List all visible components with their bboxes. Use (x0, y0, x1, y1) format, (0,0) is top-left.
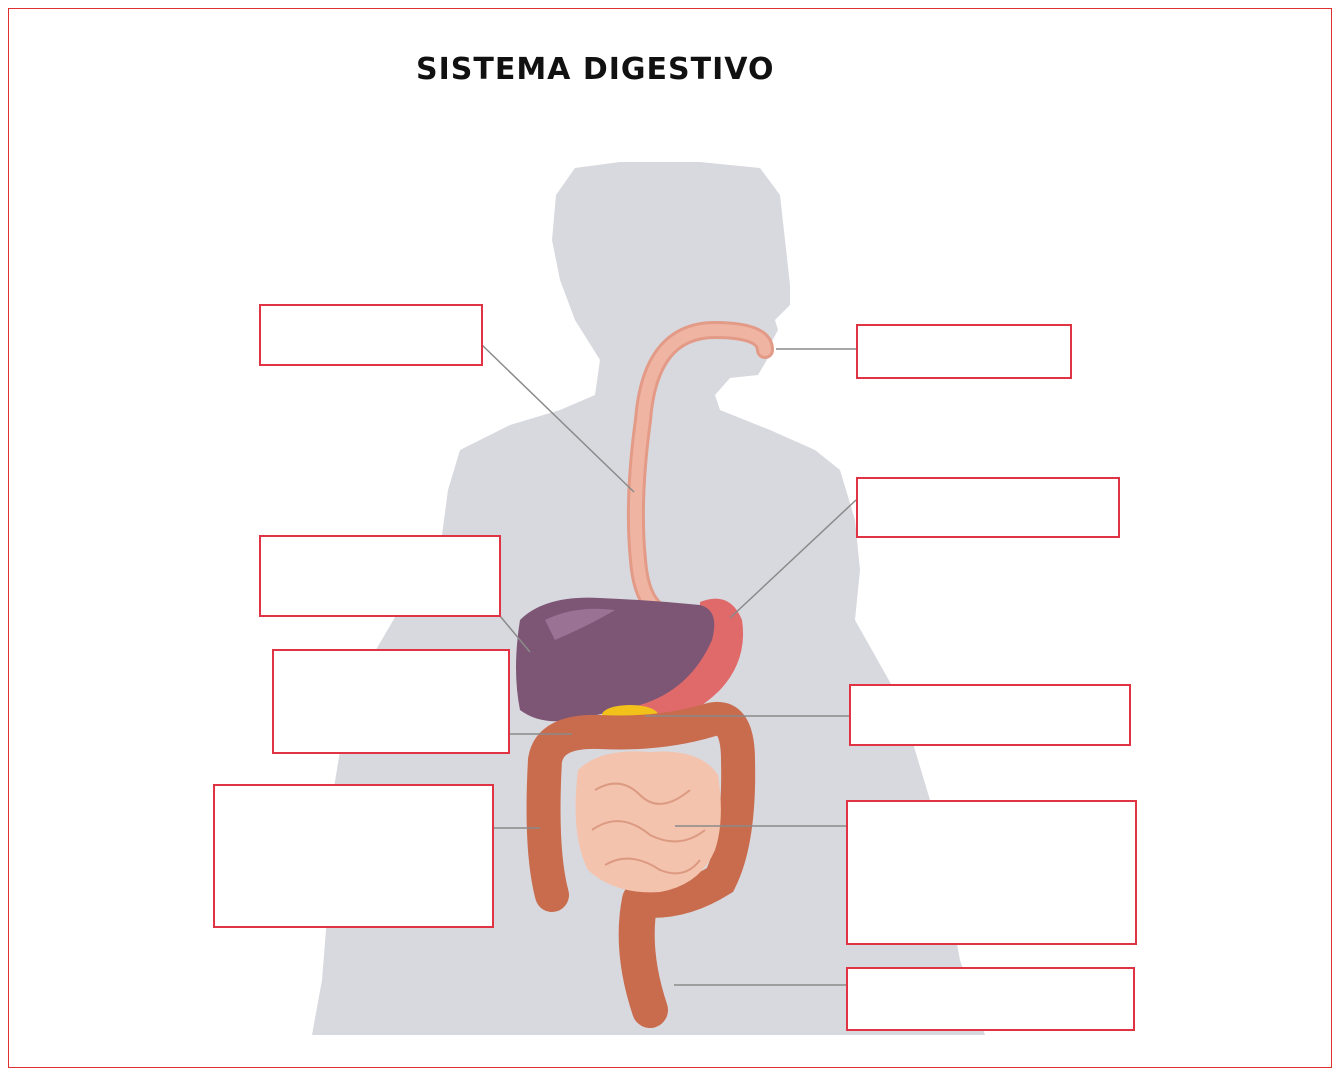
label-box-rectum[interactable] (846, 967, 1135, 1031)
label-box-pancreas[interactable] (849, 684, 1131, 746)
rectum (637, 900, 650, 1010)
label-box-large-intestine[interactable] (213, 784, 494, 928)
small-intestine (576, 751, 721, 892)
label-box-stomach[interactable] (856, 477, 1120, 538)
label-box-liver[interactable] (259, 535, 501, 617)
label-box-gallbladder[interactable] (272, 649, 510, 754)
label-box-mouth[interactable] (856, 324, 1072, 379)
label-box-esophagus[interactable] (259, 304, 483, 366)
label-box-small-intestine[interactable] (846, 800, 1137, 945)
